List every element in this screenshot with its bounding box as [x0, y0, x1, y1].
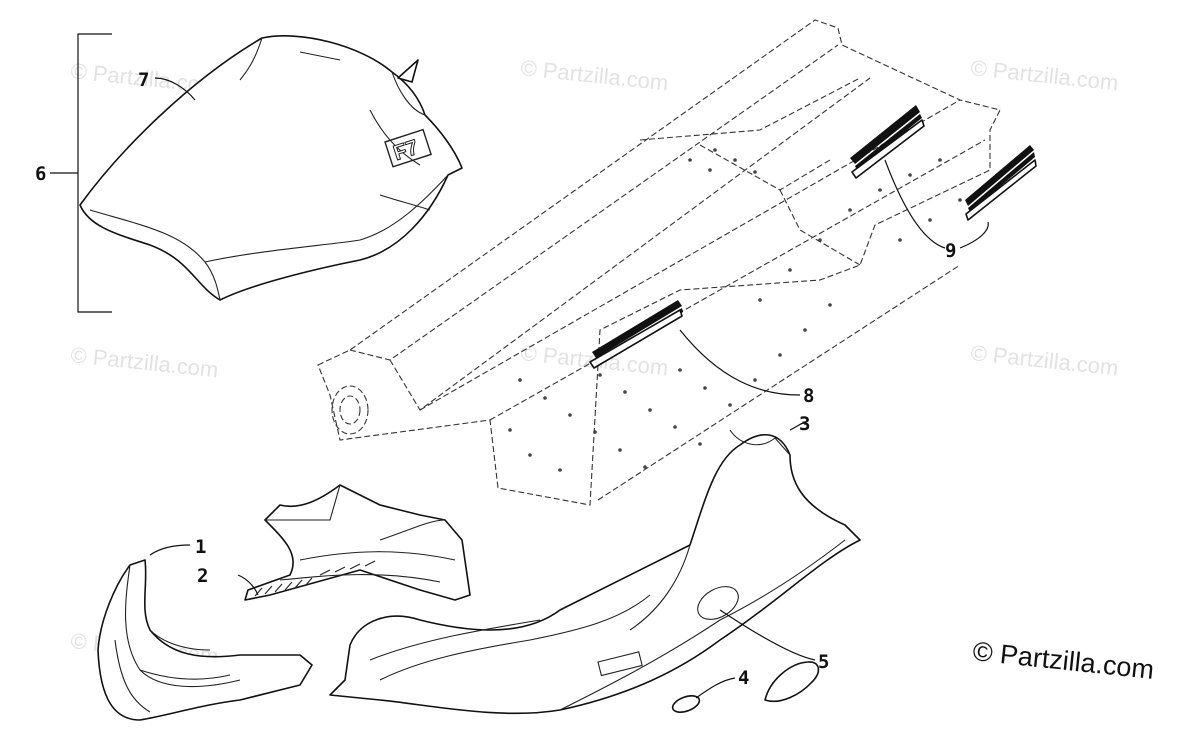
callout-5[interactable]: 5: [818, 651, 829, 673]
watermark-2: © Partzilla.com: [519, 55, 669, 95]
part-4[interactable]: 4: [670, 667, 749, 715]
callout-7[interactable]: 7: [138, 69, 149, 91]
part-5[interactable]: 5: [719, 609, 829, 702]
seat-part[interactable]: F7 7: [79, 35, 463, 301]
callout-1[interactable]: 1: [195, 536, 206, 558]
watermark-4: © Partzilla.com: [69, 342, 219, 382]
seat-assembly-bracket: 6: [35, 33, 112, 313]
callout-9-leaders: 9: [884, 159, 989, 262]
part-1[interactable]: 1: [97, 536, 313, 721]
watermark-6: © Partzilla.com: [969, 340, 1119, 380]
callout-6[interactable]: 6: [35, 163, 46, 185]
decal-stripe-9b[interactable]: [965, 145, 1037, 221]
copyright-text: © Partzilla.com: [971, 636, 1155, 685]
part-2[interactable]: 2: [197, 484, 471, 601]
tunnel-rivets: [508, 148, 962, 472]
callout-9[interactable]: 9: [945, 240, 956, 262]
decal-stripe-9a[interactable]: [850, 105, 925, 179]
callout-8[interactable]: 8: [803, 385, 814, 407]
nose-pan-part[interactable]: 3: [329, 413, 861, 715]
callout-3[interactable]: 3: [799, 413, 810, 435]
decal-stripe-8[interactable]: 8: [589, 300, 814, 407]
part-2-pattern: [254, 560, 376, 597]
watermark-3: © Partzilla.com: [969, 55, 1119, 95]
callout-2[interactable]: 2: [197, 565, 208, 587]
callout-4[interactable]: 4: [738, 667, 749, 689]
